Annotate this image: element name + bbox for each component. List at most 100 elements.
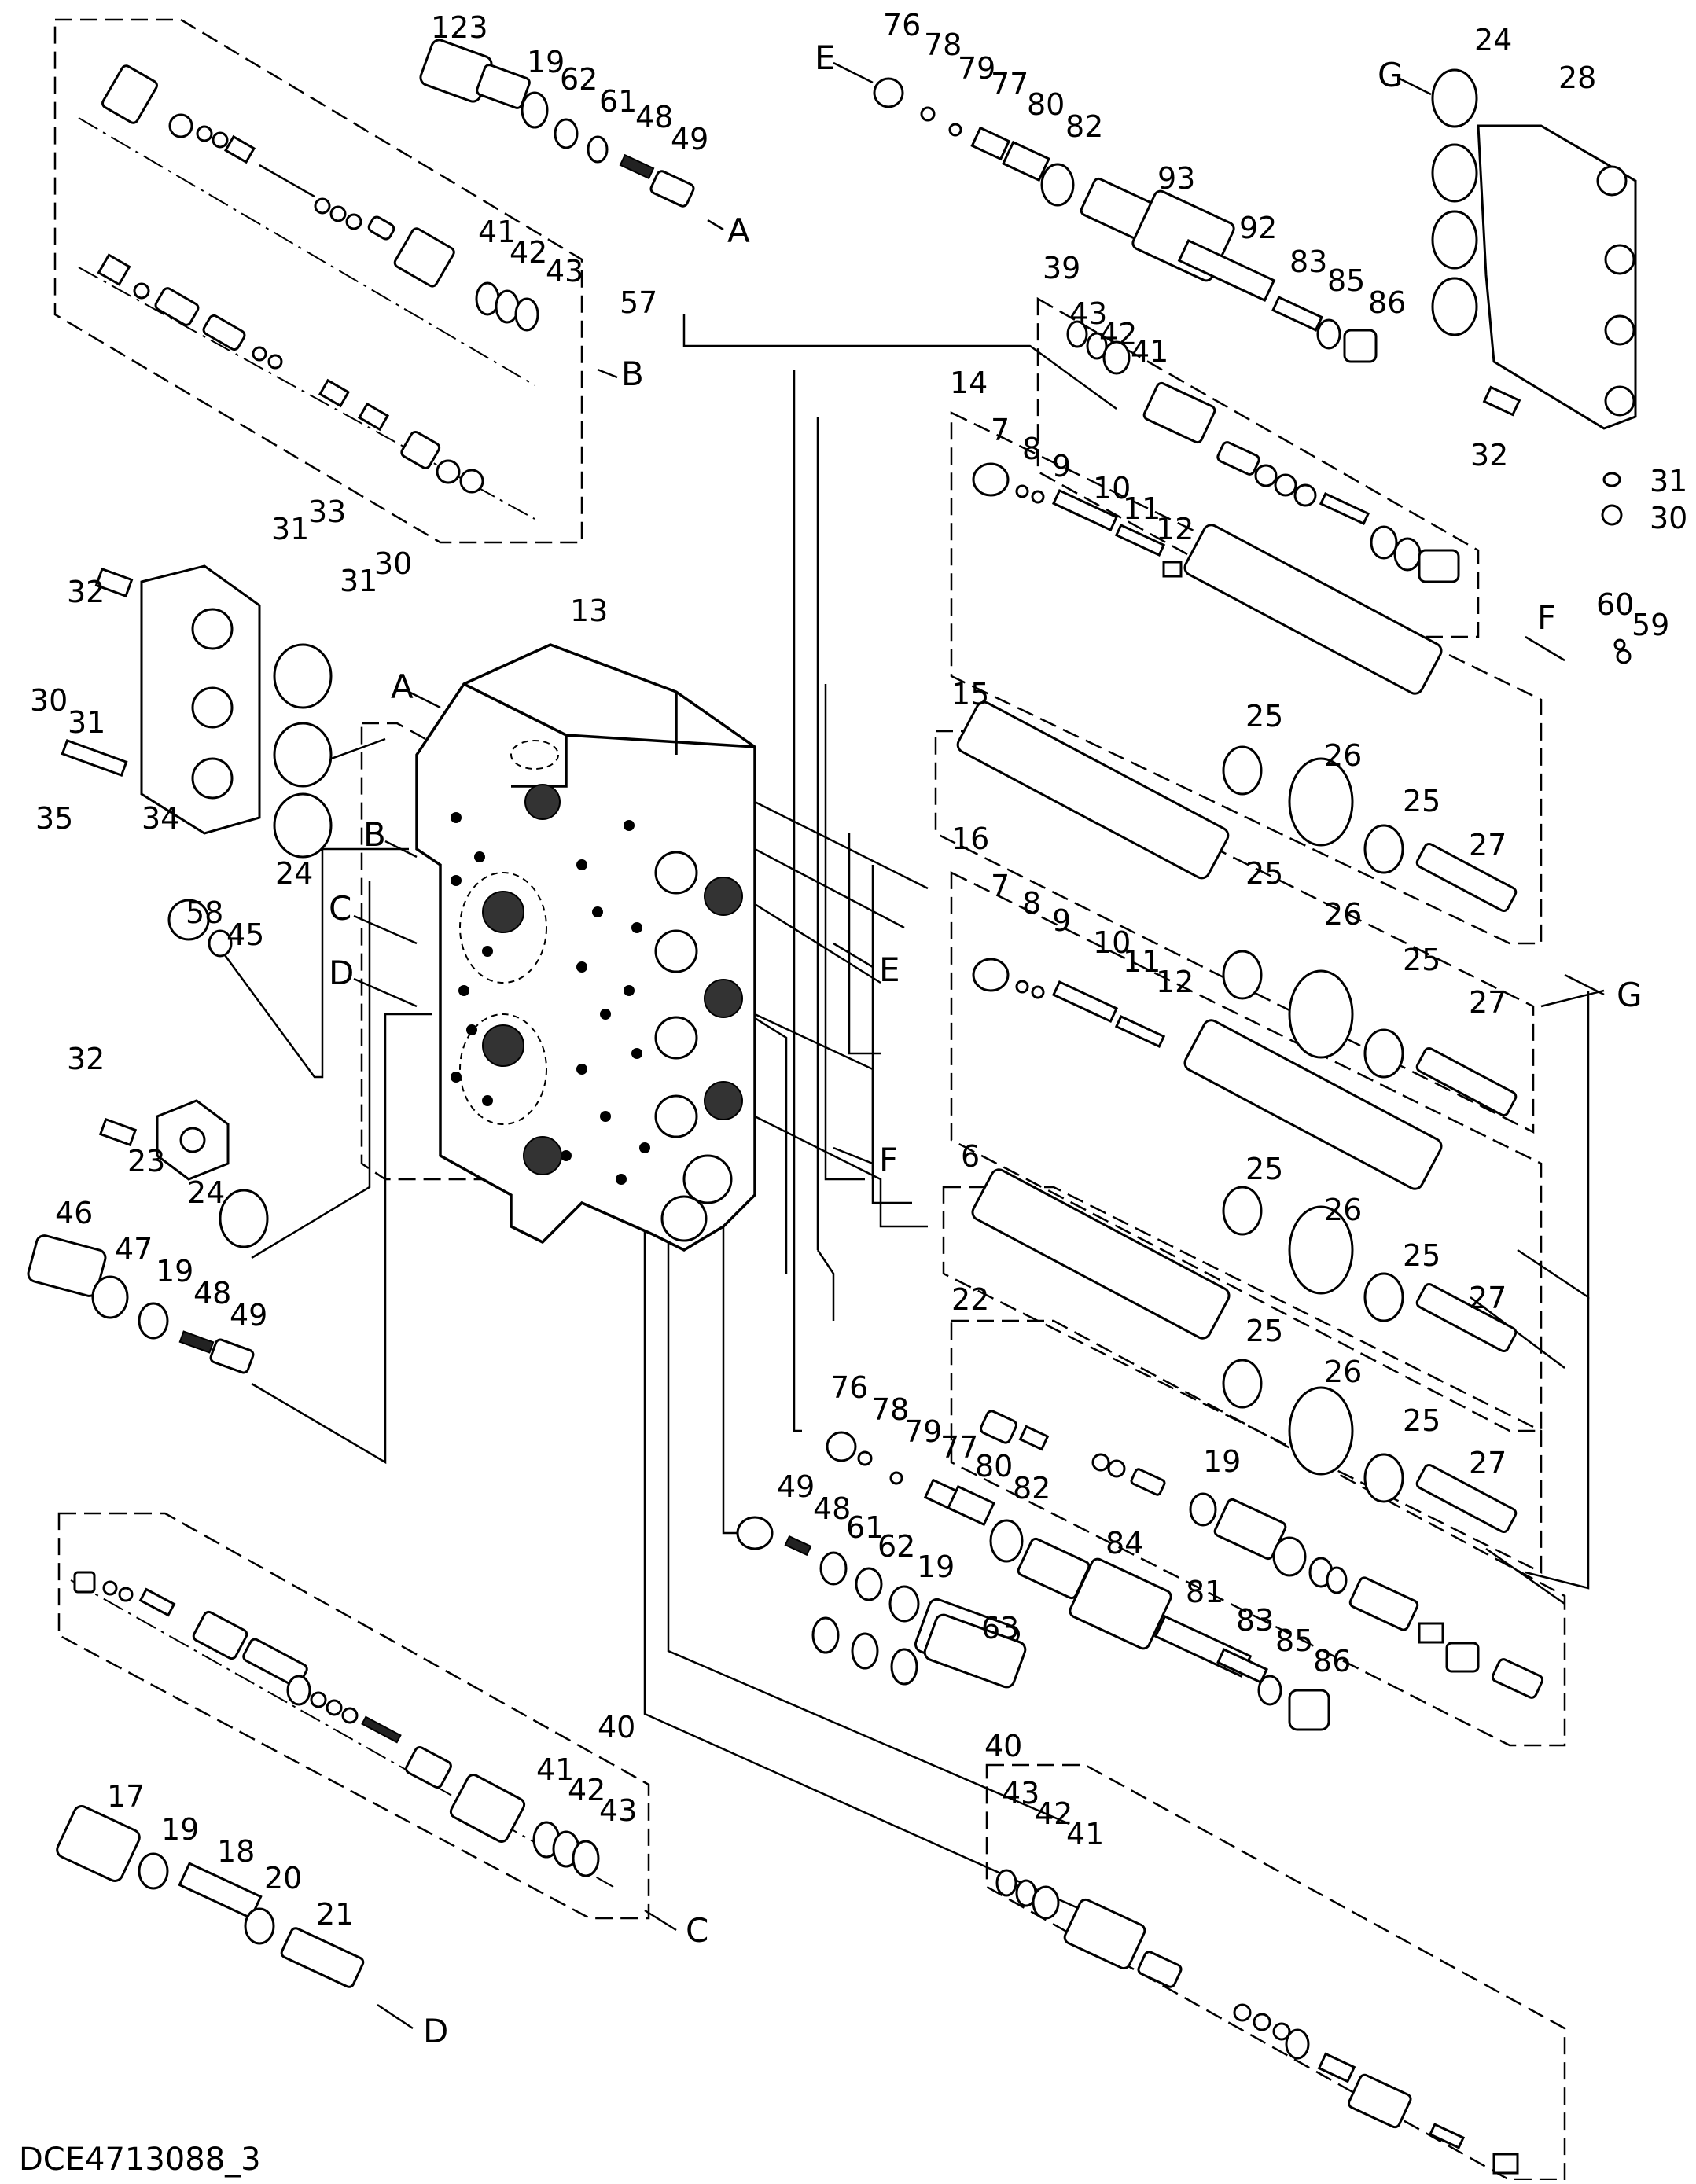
label: 86 — [1313, 1644, 1351, 1678]
label: 35 — [35, 801, 73, 836]
label: 82 — [1013, 1471, 1050, 1506]
label: 61 — [846, 1510, 884, 1545]
label: 14 — [950, 366, 988, 400]
label: 24 — [187, 1175, 225, 1210]
label: 33 — [308, 495, 346, 529]
label: 26 — [1324, 1355, 1362, 1389]
label: 18 — [217, 1834, 255, 1869]
label: 77 — [991, 67, 1028, 101]
ref-letter-e-2: E — [879, 950, 900, 989]
label: 20 — [264, 1861, 302, 1895]
label: 12 — [1156, 512, 1194, 546]
label: 41 — [536, 1752, 574, 1787]
label: 77 — [940, 1430, 978, 1465]
label: 30 — [1650, 501, 1687, 535]
label: 9 — [1052, 449, 1071, 483]
label: 62 — [560, 62, 598, 97]
label: 32 — [67, 1042, 105, 1076]
label: 21 — [316, 1897, 354, 1932]
label: 48 — [193, 1276, 231, 1311]
label: 85 — [1275, 1623, 1313, 1658]
label: 49 — [230, 1298, 267, 1333]
label: 43 — [1002, 1776, 1039, 1811]
label: 11 — [1123, 944, 1161, 979]
label: 19 — [917, 1550, 955, 1584]
label: 26 — [1324, 738, 1362, 773]
label: 26 — [1324, 1193, 1362, 1227]
label: 27 — [1469, 985, 1507, 1020]
label: 25 — [1245, 856, 1283, 891]
label: 86 — [1368, 285, 1406, 320]
label: 12 — [1156, 965, 1194, 999]
label: 27 — [1469, 1446, 1507, 1480]
ref-letter-f-2: F — [879, 1141, 898, 1179]
label: 80 — [975, 1449, 1013, 1484]
label: 85 — [1327, 263, 1365, 298]
label: 30 — [374, 546, 412, 581]
ref-letter-f: F — [1537, 598, 1556, 637]
label: 78 — [871, 1392, 909, 1427]
label: 8 — [1022, 432, 1041, 466]
label: 93 — [1157, 161, 1195, 196]
label: 49 — [671, 122, 708, 156]
label: 25 — [1403, 784, 1440, 818]
label: 84 — [1106, 1526, 1143, 1561]
label: 92 — [1239, 211, 1277, 245]
label: 43 — [1069, 296, 1107, 331]
label: 8 — [1022, 886, 1041, 921]
label: 27 — [1469, 828, 1507, 862]
ref-letter-g: G — [1378, 56, 1404, 94]
label: 30 — [30, 683, 68, 718]
label: 27 — [1469, 1281, 1507, 1315]
ref-letter-e: E — [815, 39, 836, 77]
label: 42 — [510, 235, 547, 270]
label: 41 — [1066, 1817, 1104, 1851]
label: 49 — [777, 1469, 815, 1504]
ref-letter-d-2: D — [423, 2012, 448, 2050]
label: 25 — [1245, 699, 1283, 734]
label: 25 — [1245, 1314, 1283, 1348]
label: 25 — [1245, 1152, 1283, 1186]
label: 19 — [527, 45, 565, 79]
ref-letter-a-2: A — [391, 667, 414, 706]
label: 57 — [620, 285, 657, 320]
parts — [27, 39, 1637, 2175]
label: 42 — [1099, 317, 1137, 351]
label: 13 — [570, 594, 608, 628]
label: 76 — [830, 1370, 868, 1405]
label: 23 — [127, 1144, 165, 1178]
label: 7 — [991, 869, 1010, 903]
label: 19 — [1203, 1444, 1241, 1479]
label: 41 — [1131, 334, 1168, 369]
connection-lines — [215, 314, 1605, 1920]
label: 24 — [275, 856, 313, 891]
label: 26 — [1324, 897, 1362, 932]
label: 39 — [1043, 251, 1080, 285]
label: 11 — [1123, 491, 1161, 526]
label: 15 — [951, 677, 989, 711]
label: 25 — [1403, 943, 1440, 977]
label: 48 — [635, 100, 673, 134]
label: 78 — [924, 28, 962, 62]
label: 34 — [142, 801, 179, 836]
label: 24 — [1474, 23, 1512, 57]
label: 60 — [1596, 587, 1634, 622]
label: 40 — [984, 1729, 1022, 1763]
ref-letter-c-2: C — [686, 1911, 708, 1950]
ref-letter-b: B — [621, 355, 644, 393]
label: 58 — [186, 895, 223, 930]
label: 25 — [1403, 1238, 1440, 1273]
label: 46 — [55, 1196, 93, 1230]
label: 59 — [1632, 608, 1669, 642]
label: 19 — [156, 1254, 193, 1289]
label: 42 — [568, 1773, 605, 1807]
label: 32 — [67, 575, 105, 609]
label: 17 — [107, 1779, 145, 1814]
label: 16 — [951, 822, 989, 856]
label: 9 — [1052, 903, 1071, 938]
label: 31 — [271, 512, 309, 546]
label: 80 — [1027, 87, 1065, 122]
label: 76 — [883, 8, 921, 42]
label: 45 — [226, 917, 264, 952]
